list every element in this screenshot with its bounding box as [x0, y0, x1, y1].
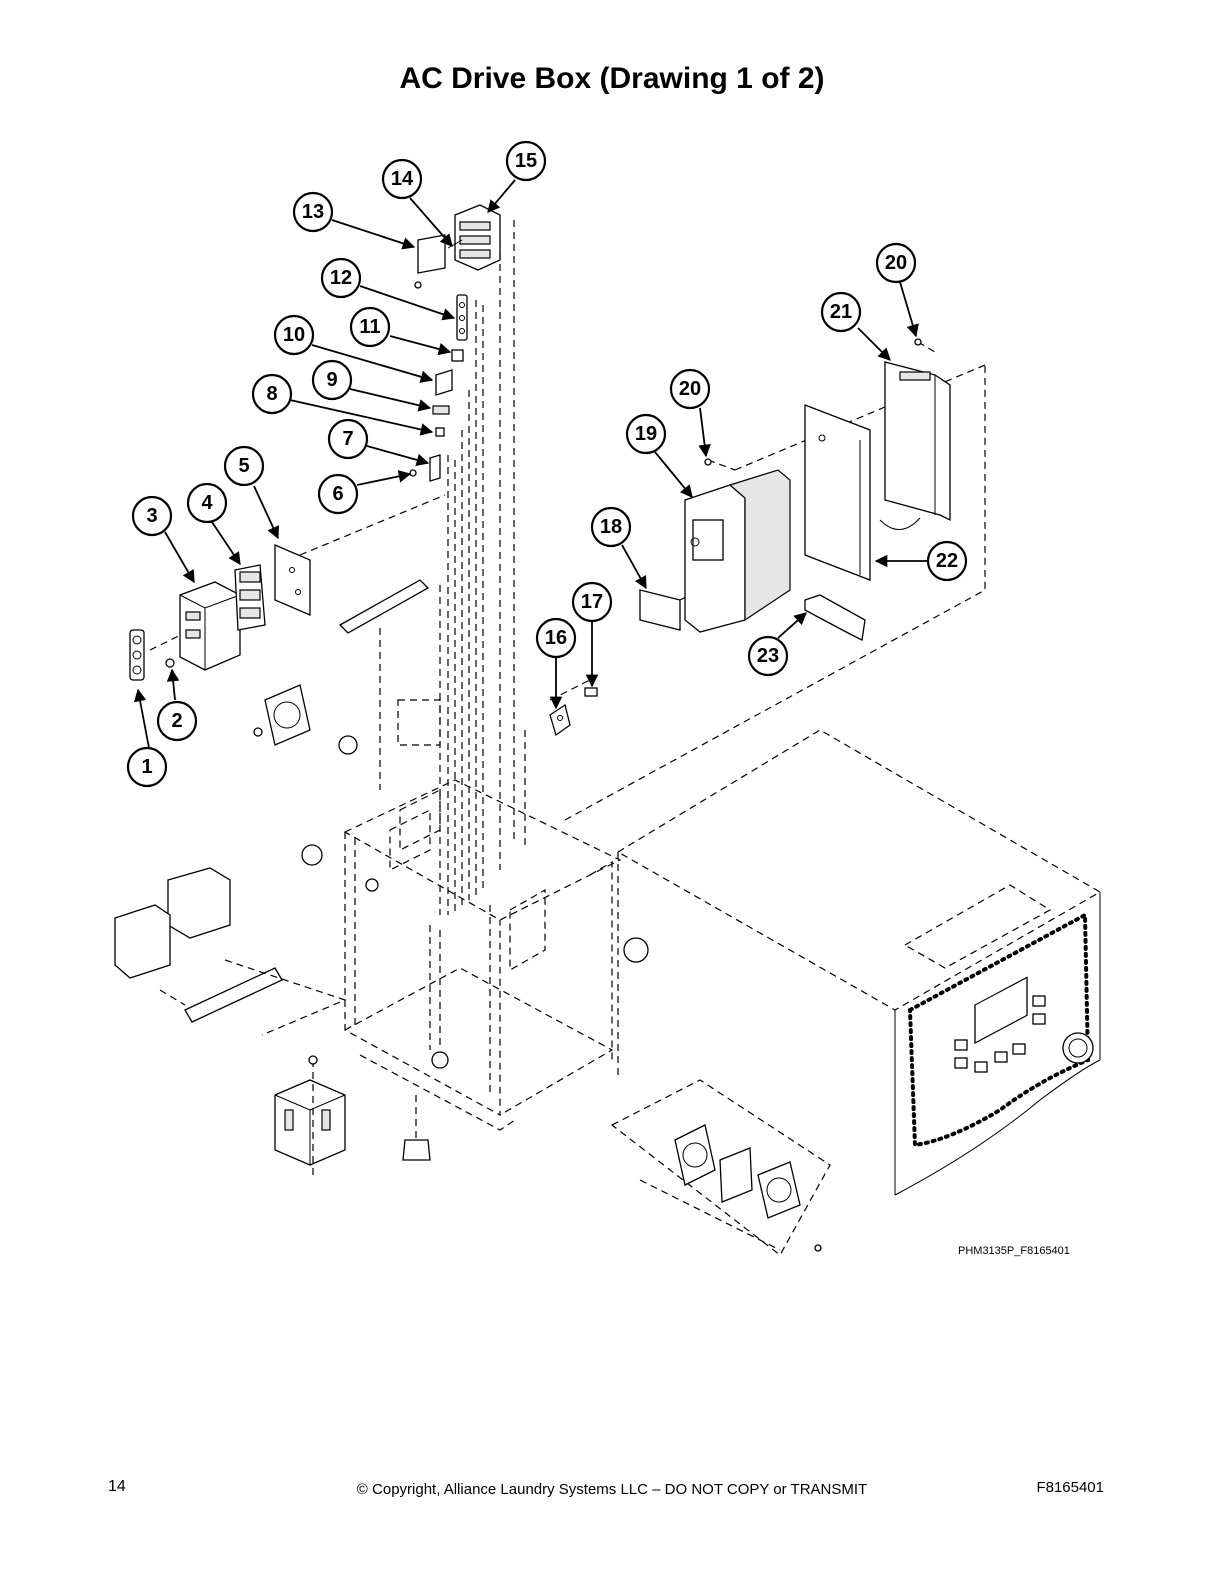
- relay-base-3: [179, 581, 241, 671]
- leader-lines: [133, 179, 928, 749]
- fan-assembly-bottom: [610, 1079, 831, 1256]
- callout-4: 4: [186, 482, 228, 524]
- page-number: 14: [108, 1478, 126, 1495]
- part-11: [451, 349, 464, 362]
- drawing-code: PHM3135P_F8165401: [958, 1245, 1070, 1257]
- relay-4: [234, 564, 266, 631]
- svg-text:12: 12: [330, 267, 352, 289]
- terminal-strip-12: [456, 294, 468, 341]
- callout-1: 1: [126, 746, 168, 788]
- callout-20b: 20: [875, 242, 917, 284]
- svg-text:18: 18: [600, 516, 622, 538]
- foot-bumper: [402, 1095, 431, 1161]
- callout-7: 7: [327, 418, 369, 460]
- part-8: [435, 427, 445, 437]
- callout-13: 13: [292, 191, 334, 233]
- label-13: [414, 234, 446, 289]
- contactors-lower-left: [114, 867, 347, 1036]
- svg-text:5: 5: [238, 455, 249, 477]
- svg-text:1: 1: [141, 756, 152, 778]
- screw-17: [584, 687, 598, 697]
- svg-text:7: 7: [342, 428, 353, 450]
- copyright-notice: © Copyright, Alliance Laundry Systems LL…: [356, 1481, 868, 1498]
- control-housing: [616, 729, 1102, 1196]
- svg-text:8: 8: [266, 383, 277, 405]
- svg-text:2: 2: [171, 710, 182, 732]
- callout-20a: 20: [669, 368, 711, 410]
- callout-21: 21: [820, 291, 862, 333]
- svg-text:20: 20: [679, 378, 701, 400]
- svg-text:13: 13: [302, 201, 324, 223]
- svg-text:23: 23: [757, 645, 779, 667]
- din-rail-left: [338, 579, 430, 634]
- transformer: [274, 1055, 346, 1180]
- bracket-7: [429, 454, 441, 482]
- callout-15: 15: [505, 140, 547, 182]
- part-9: [432, 405, 450, 415]
- callout-19: 19: [625, 413, 667, 455]
- terminal-strip-1: [129, 629, 145, 681]
- label-18: [639, 589, 681, 631]
- control-buttons: [954, 995, 1046, 1073]
- svg-text:19: 19: [635, 423, 657, 445]
- callout-9: 9: [311, 359, 353, 401]
- callout-12: 12: [320, 257, 362, 299]
- document-id: F8165401: [1036, 1479, 1104, 1496]
- callout-17: 17: [571, 581, 613, 623]
- clamp-16: [549, 703, 571, 737]
- callout-16: 16: [535, 617, 577, 659]
- svg-text:20: 20: [885, 252, 907, 274]
- callout-3: 3: [131, 495, 173, 537]
- svg-text:17: 17: [581, 591, 603, 613]
- callout-5: 5: [223, 445, 265, 487]
- svg-text:21: 21: [830, 301, 852, 323]
- svg-text:4: 4: [201, 492, 213, 514]
- svg-text:15: 15: [515, 150, 537, 172]
- callout-6: 6: [317, 473, 359, 515]
- mounting-plate-22: [804, 404, 871, 581]
- svg-text:10: 10: [283, 324, 305, 346]
- callout-11: 11: [349, 306, 391, 348]
- svg-text:11: 11: [359, 316, 380, 338]
- svg-text:9: 9: [326, 369, 337, 391]
- emi-filter-21: [879, 338, 951, 530]
- svg-text:22: 22: [936, 550, 958, 572]
- plate-5: [274, 544, 311, 616]
- svg-text:16: 16: [545, 627, 567, 649]
- callout-18: 18: [590, 506, 632, 548]
- svg-text:3: 3: [146, 505, 157, 527]
- svg-text:14: 14: [391, 168, 414, 190]
- callout-23: 23: [747, 635, 789, 677]
- ac-drive-19: [684, 458, 791, 633]
- terminal-block-15: [454, 204, 501, 271]
- svg-text:6: 6: [332, 483, 343, 505]
- callout-2: 2: [156, 700, 198, 742]
- cooling-fan-left: [253, 684, 358, 866]
- callout-10: 10: [273, 314, 315, 356]
- callout-14: 14: [381, 158, 423, 200]
- callout-22: 22: [926, 540, 968, 582]
- part-10: [435, 369, 453, 396]
- page-title: AC Drive Box (Drawing 1 of 2): [399, 62, 825, 95]
- bracket-23: [804, 594, 866, 641]
- callout-8: 8: [251, 373, 293, 415]
- screw-2: [165, 658, 175, 668]
- screw-6: [409, 469, 417, 477]
